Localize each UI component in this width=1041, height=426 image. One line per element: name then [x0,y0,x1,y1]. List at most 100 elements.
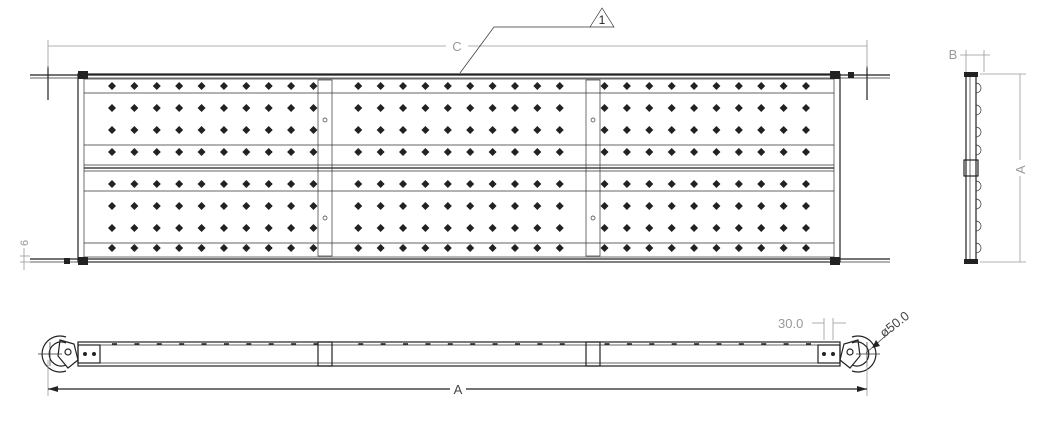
perforation-hole [399,104,408,112]
perforation-hole [399,180,408,188]
perforation-hole [757,202,766,210]
side-view: A B [949,47,1028,264]
perforation-hole [264,244,273,252]
perforation-hole [712,104,721,112]
perforation-hole [510,224,519,232]
rivet [92,352,96,356]
perforation-hole [757,126,766,134]
perforation-hole [510,180,519,188]
perforation-hole [421,148,430,156]
callout-number: 1 [599,13,606,27]
perforation-hole [622,82,631,90]
perforation-hole [555,180,564,188]
perforation-hole [354,202,363,210]
perforation-hole [712,224,721,232]
arrowhead [48,386,58,392]
perforation-hole [376,202,385,210]
perforation-hole [757,244,766,252]
perforation-hole [443,104,452,112]
dimension-6-label: 6 [19,240,31,246]
side-hook-top [964,72,978,77]
dimension-b-label: B [949,47,958,62]
perforation-hole [421,180,430,188]
perforation-hole [264,180,273,188]
perforation-hole [712,126,721,134]
perforation-hole [399,148,408,156]
perforation-hole [757,180,766,188]
side-rib [975,180,982,192]
perforation-hole [712,202,721,210]
perforation-hole [734,244,743,252]
perforation-hole [802,126,810,134]
perforation-hole [510,104,519,112]
perforation-hole [645,148,654,156]
dimension-c: C [47,38,868,68]
perforation-hole [600,202,609,210]
top-view [30,66,890,265]
perforation-hole [802,180,810,188]
perforation-hole [533,202,542,210]
perforation-hole [242,180,251,188]
perforation-hole [600,82,609,90]
brace-hole [590,215,596,221]
perforation-hole [466,148,475,156]
perforation-hole [309,180,318,188]
perforation-hole [533,224,542,232]
perforation-hole [802,148,810,156]
side-rib [975,82,982,94]
perforation-hole [219,148,228,156]
front-brace [317,341,333,367]
cross-brace-left [317,79,333,257]
perforation-hole [175,224,184,232]
perforation-hole [376,180,385,188]
dimension-diameter-label: ø50.0 [877,308,912,340]
perforation-hole [354,224,363,232]
perforation-hole [690,148,699,156]
perforation-hole [197,180,206,188]
perforation-hole [690,104,699,112]
perforation-hole [309,244,318,252]
perforation-hole [600,126,609,134]
perforation-hole [488,244,497,252]
perforation-hole [667,244,676,252]
perforation-hole [690,202,699,210]
perforation-hole [354,180,363,188]
perforation-hole [779,224,788,232]
perforation-hole [443,244,452,252]
perforation-hole [488,104,497,112]
perforation-hole [667,126,676,134]
perforation-hole [802,202,810,210]
dimension-dia-leader [865,331,891,354]
perforation-hole [488,82,497,90]
perforation-hole [600,244,609,252]
front-brace [585,341,601,367]
perforation-hole [197,82,206,90]
perforation-hole [712,180,721,188]
perforation-hole [130,148,139,156]
perforation-hole [690,244,699,252]
perforation-hole [757,82,766,90]
perforation-hole [130,126,139,134]
perforation-hole [533,148,542,156]
brace-hole [322,215,328,221]
perforation-hole [219,82,228,90]
perforation-hole [108,202,116,210]
hook-right-plate [839,339,861,369]
perforation-hole [421,82,430,90]
perforation-hole [622,180,631,188]
perforation-hole [354,82,363,90]
perforation-hole [466,244,475,252]
perforation-hole [242,224,251,232]
perforation-hole [152,180,161,188]
front-end-plate-right [817,344,841,364]
perforation-hole [130,104,139,112]
perforation-hole [734,148,743,156]
dimension-a-gap [450,382,466,396]
perforation-hole [219,180,228,188]
front-end-plate-left [77,344,101,364]
rivet [83,352,87,356]
perforation-hole [667,224,676,232]
perforation-hole [219,104,228,112]
perforation-hole [466,126,475,134]
